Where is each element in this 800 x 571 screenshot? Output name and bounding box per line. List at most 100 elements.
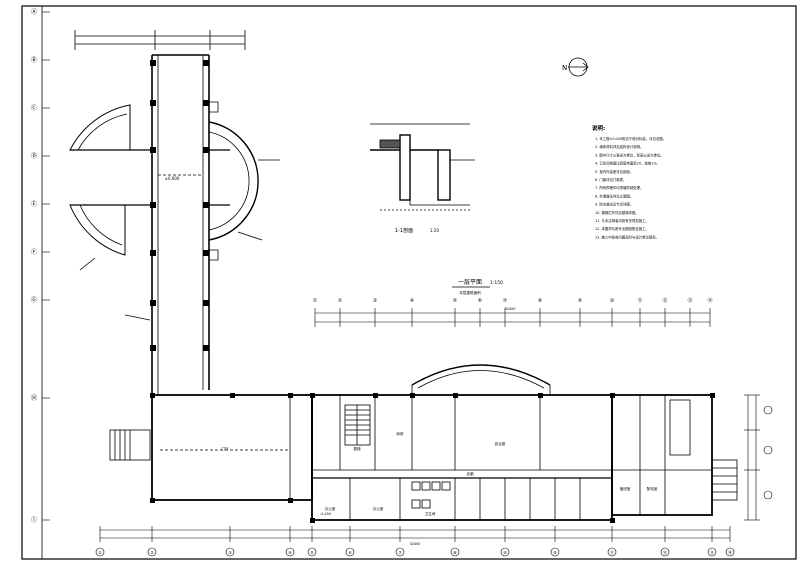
bottom-axis-label: ⑩ bbox=[553, 550, 557, 555]
bay-pier-bottom bbox=[209, 249, 219, 261]
bottom-axis-bubble bbox=[95, 547, 105, 557]
top-axis-label: ② bbox=[338, 298, 343, 304]
east-stair bbox=[669, 399, 691, 456]
notes-title: 说明: bbox=[592, 124, 605, 132]
top-axis-label: ⑭ bbox=[707, 297, 712, 304]
bottom-axis-bubble bbox=[707, 547, 717, 557]
bottom-axis-label: ⑭ bbox=[728, 549, 732, 555]
note-line: 10. 楼梯栏杆详见楼梯详图。 bbox=[595, 210, 639, 215]
top-seg-dim: 3600 bbox=[592, 317, 599, 321]
top-axis-label: ⑧ bbox=[538, 298, 543, 304]
bottom-seg-dim: 3900 bbox=[327, 533, 334, 537]
top-axis-label: ④ bbox=[410, 298, 415, 304]
bottom-axis-label: ⑥ bbox=[348, 550, 352, 555]
front-curved-canopy bbox=[411, 364, 551, 386]
bottom-seg-dim: 3900 bbox=[187, 533, 194, 537]
top-seg-dim: 3600 bbox=[430, 317, 437, 321]
plan-title: 一层平面 bbox=[458, 279, 482, 286]
leader-2 bbox=[124, 314, 151, 321]
section-detail bbox=[370, 123, 475, 211]
bottom-seg-dim: 3900 bbox=[526, 533, 533, 537]
sec-wall-right bbox=[437, 149, 451, 201]
top-axis-label: ⑦ bbox=[503, 298, 508, 304]
section-scale: 1:20 bbox=[430, 228, 439, 233]
room-label-store: 库房 bbox=[396, 431, 404, 436]
left-axis-label: Ⓐ bbox=[31, 8, 37, 16]
west-block-wall bbox=[151, 394, 313, 501]
sheet-border bbox=[21, 5, 797, 560]
bottom-axis-label: ③ bbox=[228, 550, 232, 555]
bottom-seg-dim: 3900 bbox=[476, 533, 483, 537]
top-seg-dim: 3600 bbox=[390, 317, 397, 321]
bottom-axis-label: ⑤ bbox=[310, 550, 314, 555]
top-seg-dim: 3600 bbox=[674, 317, 681, 321]
main-columns bbox=[150, 393, 715, 523]
left-axis-label: Ⓓ bbox=[31, 152, 37, 160]
left-curved-stair-top-inner bbox=[77, 113, 128, 151]
note-line: 5. 室内外高差详见剖面。 bbox=[595, 169, 633, 174]
bottom-seg-dim: 3900 bbox=[297, 533, 304, 537]
left-axis-label: Ⓖ bbox=[31, 296, 37, 304]
top-axis-label: ⑪ bbox=[637, 297, 642, 304]
bottom-axis-bubble bbox=[550, 547, 560, 557]
bottom-axis-bubble bbox=[725, 547, 735, 557]
right-axis-bubbles bbox=[763, 405, 773, 500]
note-line: 3. 图中尺寸以毫米为单位，标高以米为单位。 bbox=[595, 152, 664, 157]
notes-list: 1. 本工程±0.000相当于绝对标高，详见总图。2. 墙体材料详见结构设计说明… bbox=[595, 136, 666, 239]
top-total-dim: 32400 bbox=[505, 307, 516, 311]
bottom-seg-dim: 3900 bbox=[685, 533, 692, 537]
upper-wing bbox=[69, 30, 280, 395]
top-axis-label: ① bbox=[313, 298, 318, 304]
bottom-total-dim: 32400 bbox=[410, 542, 421, 546]
bottom-seg-dim: 3900 bbox=[256, 533, 263, 537]
bottom-axis-label: ② bbox=[150, 550, 154, 555]
bottom-axis-bubble bbox=[395, 547, 405, 557]
room-label-office2: 办公室 bbox=[373, 506, 384, 511]
left-curved-stair-bottom bbox=[69, 204, 126, 256]
top-axis-label: ⑩ bbox=[610, 298, 615, 304]
bay-pier-top bbox=[209, 101, 219, 113]
wing-columns bbox=[150, 60, 209, 351]
left-axis-label: Ⓑ bbox=[31, 56, 37, 64]
elev-mark-bottom: -0.450 bbox=[320, 512, 331, 516]
right-semicircle-bay bbox=[208, 121, 259, 241]
top-seg-dim: 3600 bbox=[556, 317, 563, 321]
right-dimension-chain bbox=[744, 394, 760, 521]
bottom-axis-label: ④ bbox=[288, 550, 292, 555]
bottom-axis-bubble bbox=[147, 547, 157, 557]
top-seg-dim: 3600 bbox=[622, 317, 629, 321]
plan-scale: 1:150 bbox=[490, 280, 503, 286]
room-label-office1: 办公室 bbox=[325, 506, 336, 511]
leader-4 bbox=[237, 231, 263, 241]
bottom-axis-bubble bbox=[450, 547, 460, 557]
east-block-wall bbox=[611, 394, 713, 516]
top-seg-dim: 3600 bbox=[649, 317, 656, 321]
wc-fixtures bbox=[411, 481, 451, 509]
room-label-room1: 值班室 bbox=[620, 486, 631, 491]
top-axis-label: ⑨ bbox=[578, 298, 582, 304]
top-axis-label: ⑫ bbox=[662, 297, 667, 304]
bottom-axis-label: ① bbox=[98, 550, 102, 555]
bottom-axis-label: ⑧ bbox=[453, 550, 457, 555]
top-seg-dim: 3600 bbox=[519, 317, 526, 321]
leader-1 bbox=[79, 257, 96, 271]
note-line: 13. 施工中如有问题及时与设计单位联系。 bbox=[595, 234, 659, 239]
sec-hatch bbox=[379, 139, 401, 149]
note-line: 1. 本工程±0.000相当于绝对标高，详见总图。 bbox=[595, 136, 666, 141]
room-label-meeting: 会议室 bbox=[495, 441, 506, 446]
top-axis-label: ③ bbox=[373, 298, 377, 304]
main-plan bbox=[109, 364, 738, 521]
bottom-axis-bubble bbox=[500, 547, 510, 557]
bottom-axis-label: ⑫ bbox=[663, 549, 667, 555]
note-line: 9. 防水做法见节点详图。 bbox=[595, 202, 633, 207]
top-seg-dim: 3600 bbox=[696, 317, 703, 321]
left-axis-label: Ⓗ bbox=[31, 394, 37, 402]
sec-wall-left bbox=[399, 134, 411, 201]
bottom-seg-dim: 3900 bbox=[122, 533, 129, 537]
left-axis-label: Ⓒ bbox=[31, 104, 37, 112]
